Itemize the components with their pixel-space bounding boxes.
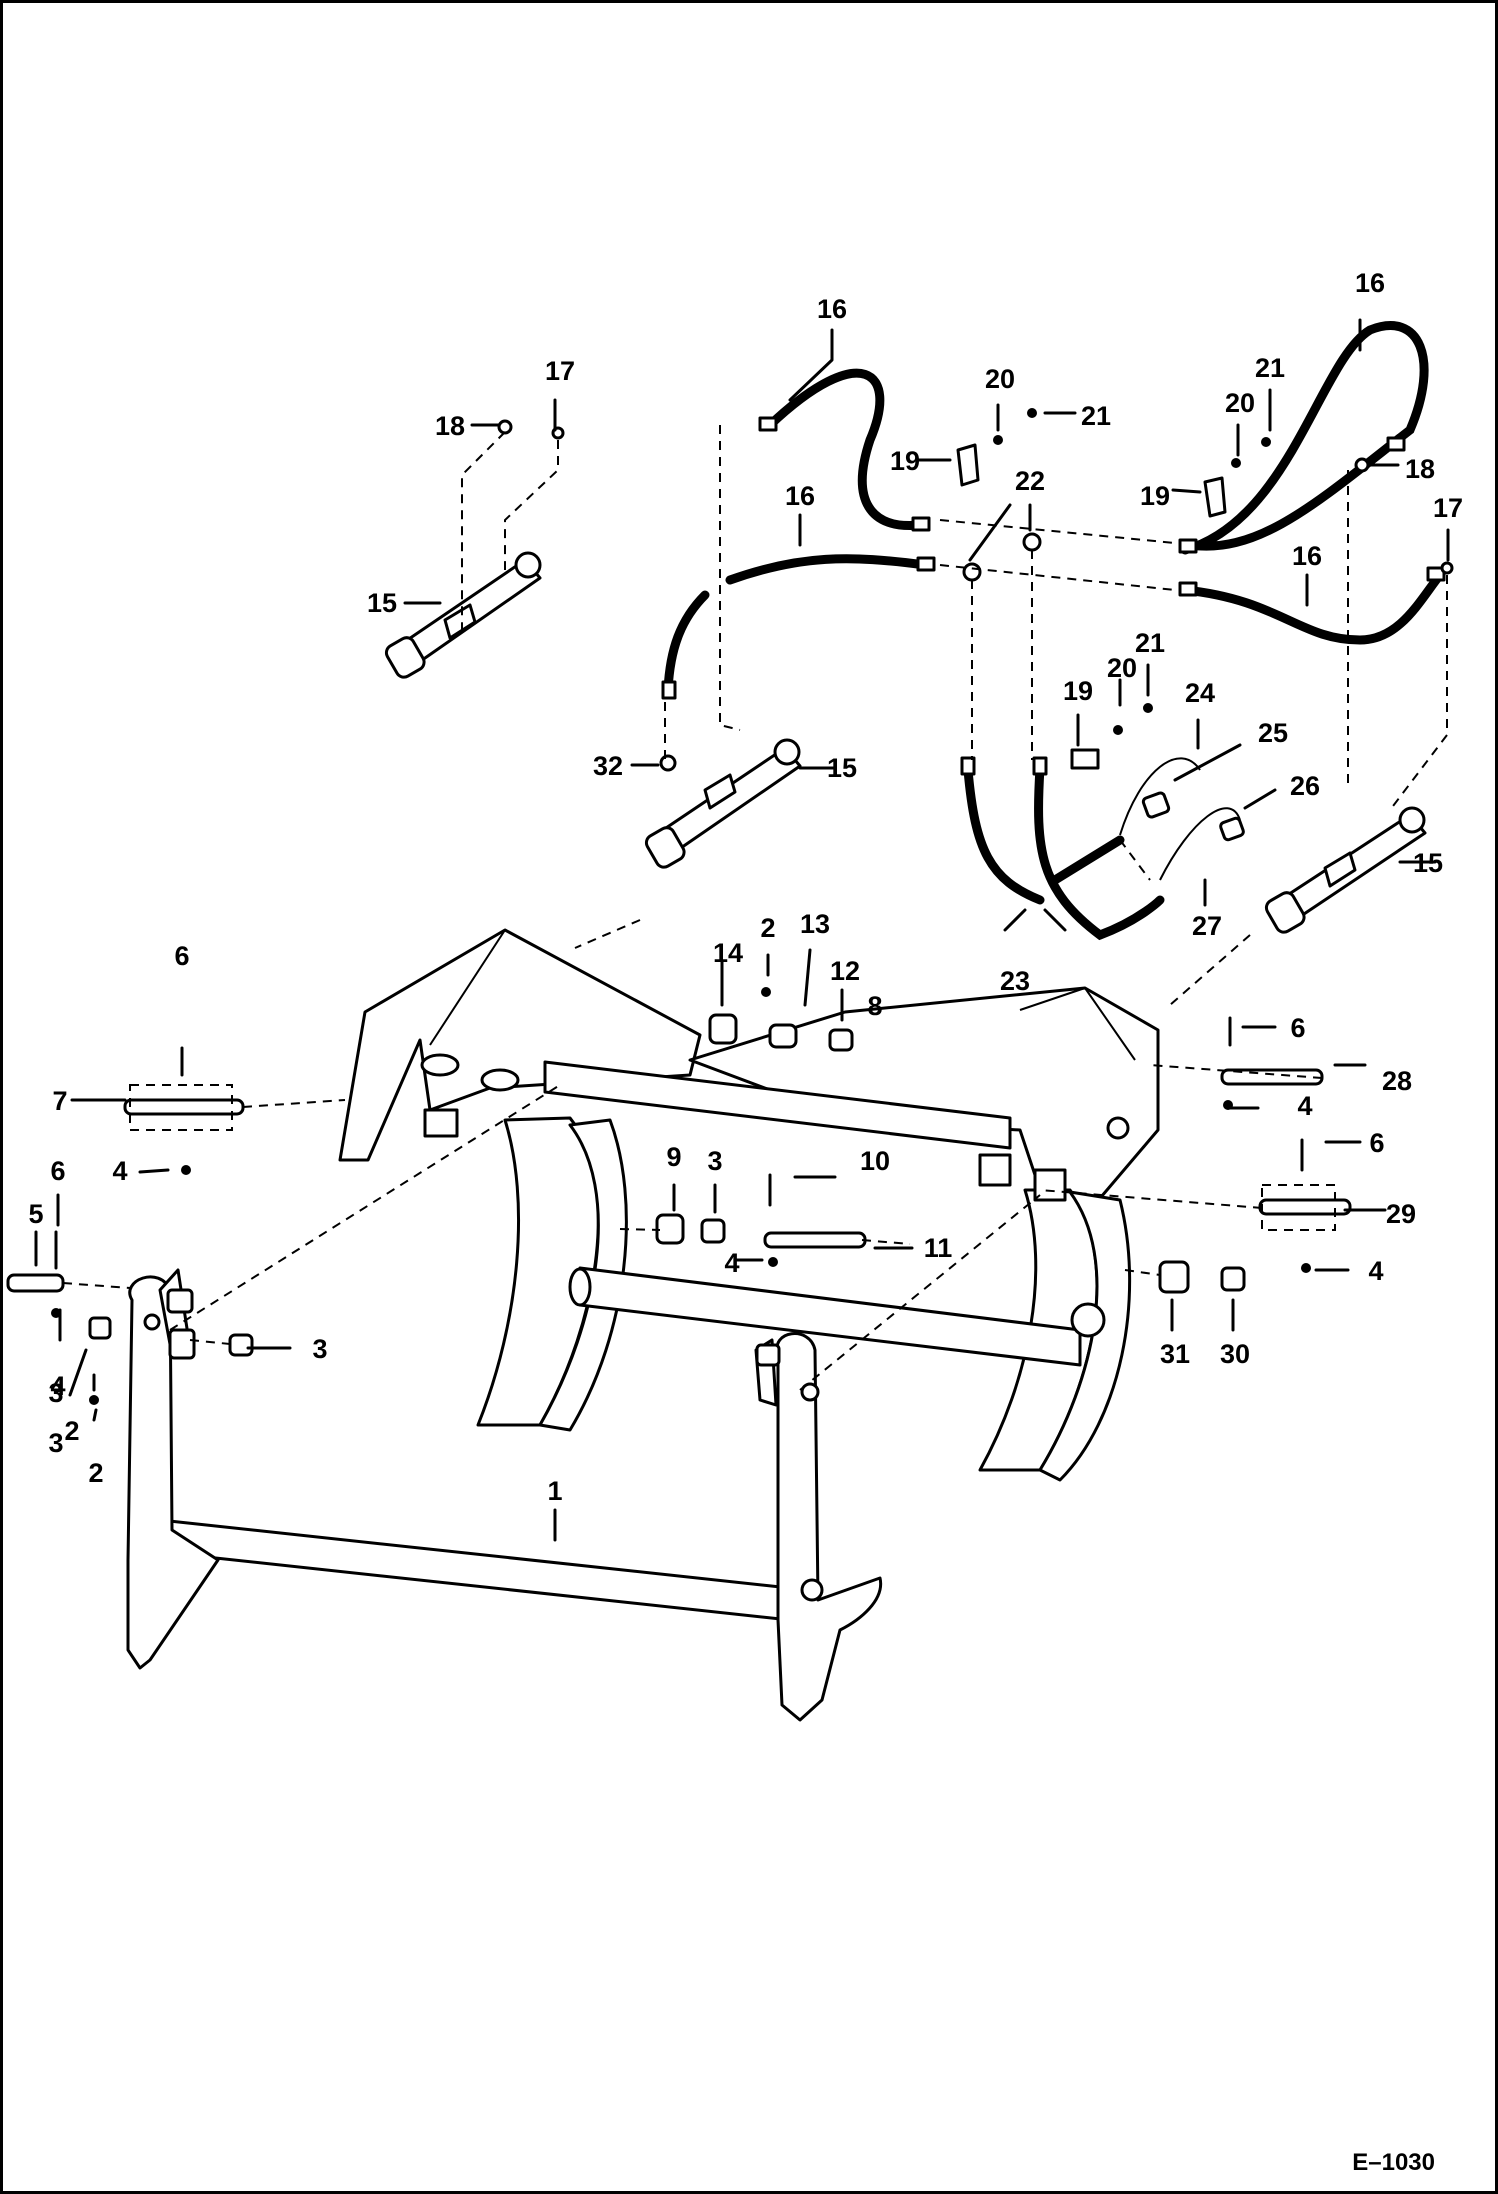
callout-label: 14 <box>713 938 743 968</box>
callout-label: 15 <box>827 753 857 783</box>
callout-label: 18 <box>435 411 465 441</box>
callout-label: 19 <box>1140 481 1170 511</box>
callout-label: 16 <box>1355 268 1385 298</box>
explosion-lines <box>62 425 1448 1391</box>
callout-label: 3 <box>48 1428 63 1458</box>
callout-label: 22 <box>1015 466 1045 496</box>
callout-label: 10 <box>860 1146 890 1176</box>
callout-label: 25 <box>1258 718 1288 748</box>
callout-label: 6 <box>1290 1013 1305 1043</box>
callout-label: 2 <box>64 1416 79 1446</box>
callout-label: 4 <box>724 1248 739 1278</box>
callout-label: 3 <box>48 1378 63 1408</box>
callout-label: 19 <box>890 446 920 476</box>
grapple-body-part <box>338 928 1160 1482</box>
callout-label: 27 <box>1192 911 1222 941</box>
callout-label: 3 <box>707 1146 722 1176</box>
callout-label: 20 <box>985 364 1015 394</box>
cylinder-left-upper <box>384 551 542 679</box>
callout-label: 21 <box>1135 628 1165 658</box>
callout-label: 28 <box>1382 1066 1412 1096</box>
callout-label: 21 <box>1081 401 1111 431</box>
callout-label: 4 <box>1297 1091 1312 1121</box>
cylinder-right <box>1264 806 1427 934</box>
callout-label: 16 <box>1292 541 1322 571</box>
callout-label: 24 <box>1185 678 1215 708</box>
callout-label: 11 <box>924 1233 953 1263</box>
cylinder-center <box>644 738 802 869</box>
callout-label: 31 <box>1160 1339 1190 1369</box>
callout-label: 29 <box>1386 1199 1416 1229</box>
callout-label: 17 <box>1433 493 1463 523</box>
callout-label: 4 <box>112 1156 127 1186</box>
callout-label: 13 <box>800 909 830 939</box>
callout-label: 12 <box>830 956 860 986</box>
callout-label: 16 <box>817 294 847 324</box>
callout-label: 6 <box>174 941 189 971</box>
callout-label: 6 <box>50 1156 65 1186</box>
callout-label: 4 <box>1368 1256 1383 1286</box>
callout-label: 7 <box>52 1086 67 1116</box>
callout-label: 6 <box>1369 1128 1384 1158</box>
callout-label: 15 <box>1413 848 1443 878</box>
callout-label: 1 <box>547 1476 562 1506</box>
callout-label: 19 <box>1063 676 1093 706</box>
lower-frame-part <box>126 1268 883 1722</box>
callout-label: 21 <box>1255 353 1285 383</box>
callout-label: 32 <box>593 751 623 781</box>
callout-label: 23 <box>1000 966 1030 996</box>
callout-label: 20 <box>1107 653 1137 683</box>
hoses <box>661 321 1446 941</box>
callout-labels: 1 2 2 2 3 3 3 3 4 4 4 4 4 5 6 6 6 6 7 8 … <box>28 268 1463 1506</box>
callout-label: 15 <box>367 588 397 618</box>
callout-label: 9 <box>666 1142 681 1172</box>
callout-label: 16 <box>785 481 815 511</box>
leader-lines <box>34 318 1450 1542</box>
callout-label: 3 <box>312 1334 327 1364</box>
callout-label: 30 <box>1220 1339 1250 1369</box>
callout-label: 18 <box>1405 454 1435 484</box>
callout-label: 2 <box>760 913 775 943</box>
callout-label: 17 <box>545 356 575 386</box>
callout-label: 8 <box>867 991 882 1021</box>
callout-label: 20 <box>1225 388 1255 418</box>
small-hardware <box>6 408 1454 1405</box>
callout-label: 26 <box>1290 771 1320 801</box>
callout-label: 5 <box>28 1199 43 1229</box>
callout-label: 4 <box>50 1371 65 1401</box>
figure-reference: E–1030 <box>1352 2149 1435 2176</box>
callout-label: 2 <box>88 1458 103 1488</box>
